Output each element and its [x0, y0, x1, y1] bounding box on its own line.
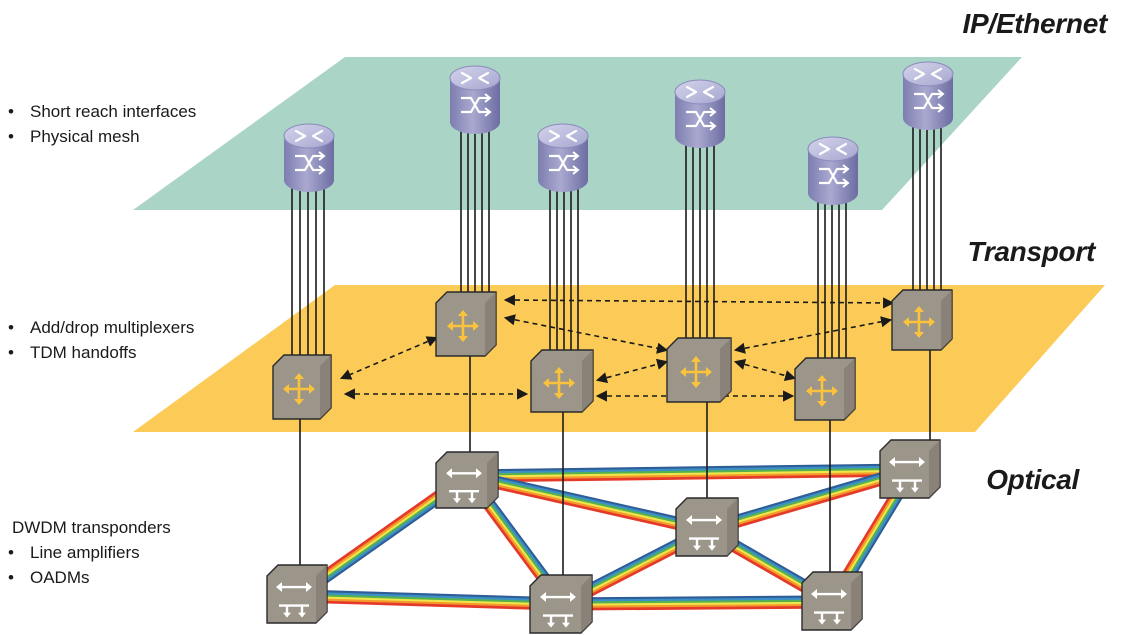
router-icon — [283, 123, 335, 192]
oadm-icon — [879, 439, 941, 499]
oadm-icon — [675, 497, 739, 557]
adm-icon — [530, 349, 594, 413]
transport-bullets: •Add/drop multiplexers •TDM handoffs — [8, 315, 194, 365]
fiber-link — [297, 589, 564, 611]
router-icon — [902, 61, 954, 130]
transport-layer-title: Transport — [967, 236, 1096, 267]
optical-layer-title: Optical — [986, 464, 1079, 495]
optical-bullets: DWDM transponders •Line amplifiers •OADM… — [8, 515, 171, 590]
router-icon — [449, 65, 501, 134]
fiber-link — [467, 463, 913, 483]
adm-icon — [891, 289, 953, 351]
fiber-link — [466, 469, 709, 537]
router-icon — [674, 79, 726, 148]
optical-heading: DWDM transponders — [12, 518, 171, 537]
oadm-icon — [801, 571, 863, 631]
list-item: •Short reach interfaces — [8, 102, 197, 121]
adm-icon — [794, 357, 856, 421]
oadm-icon — [266, 564, 328, 624]
ip-layer-title: IP/Ethernet — [962, 8, 1107, 39]
oadm-icon — [435, 451, 499, 509]
router-icon — [537, 123, 589, 192]
ip-bullets: •Short reach interfaces •Physical mesh — [8, 99, 196, 149]
adm-icon — [272, 354, 332, 420]
adm-icon — [666, 337, 732, 403]
list-item: •Line amplifiers — [8, 543, 140, 562]
oadm-icon — [529, 574, 593, 634]
router-icon — [807, 136, 859, 205]
list-item: •Physical mesh — [8, 127, 140, 146]
transport-dashed-links — [339, 294, 895, 402]
list-item: •TDM handoffs — [8, 343, 137, 362]
list-item: •OADMs — [8, 568, 90, 587]
list-item: •Add/drop multiplexers — [8, 318, 195, 337]
fiber-link — [562, 595, 833, 611]
adm-icon — [435, 291, 497, 357]
